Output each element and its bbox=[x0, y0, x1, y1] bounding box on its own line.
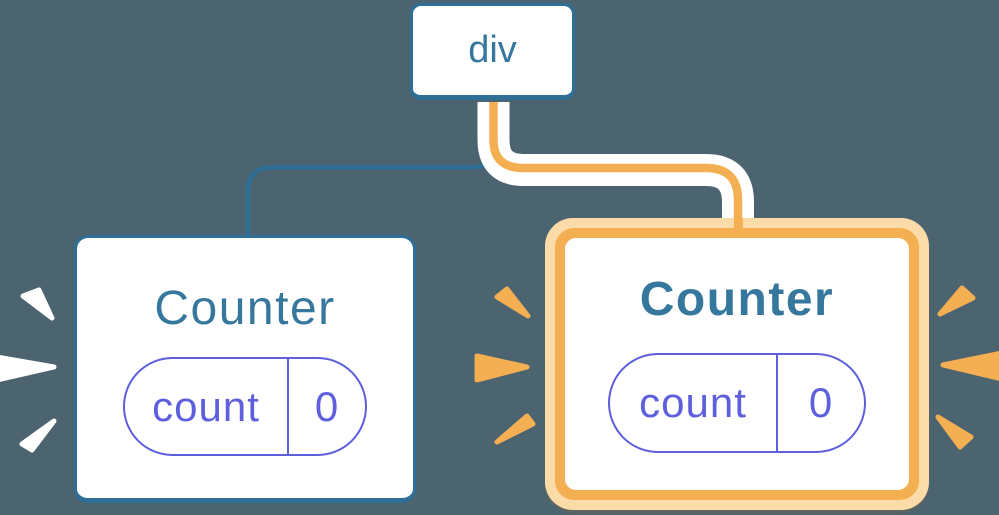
spark-icon bbox=[0, 354, 57, 382]
counter-title: Counter bbox=[639, 273, 835, 326]
counter-card-right-inner: Counter count 0 bbox=[565, 238, 909, 490]
spark-icon bbox=[494, 413, 536, 445]
counter-card-left: Counter count 0 bbox=[74, 235, 416, 503]
state-key-cell: count bbox=[610, 355, 776, 451]
tree-node-div: div bbox=[410, 3, 575, 100]
orange-burst-rays-left bbox=[474, 286, 536, 445]
spark-icon bbox=[494, 286, 531, 319]
state-key-cell: count bbox=[125, 359, 287, 454]
edge-div-to-right-counter bbox=[489, 102, 743, 236]
spark-icon bbox=[935, 414, 974, 450]
highlight-ring: Counter count 0 bbox=[555, 228, 919, 500]
state-pill: count 0 bbox=[608, 353, 866, 453]
spark-icon bbox=[19, 418, 57, 453]
orange-burst-rays-right bbox=[935, 285, 999, 450]
state-key-label: count bbox=[152, 382, 260, 430]
edge-div-to-left-counter bbox=[245, 102, 496, 242]
edge-stripe-tail bbox=[734, 218, 743, 231]
state-pill: count 0 bbox=[123, 357, 367, 456]
state-value-label: 0 bbox=[314, 382, 340, 430]
spark-icon bbox=[937, 285, 976, 317]
counter-card-right-highlighted: Counter count 0 bbox=[545, 218, 929, 510]
spark-icon bbox=[940, 351, 999, 381]
counter-title: Counter bbox=[154, 282, 336, 335]
state-key-label: count bbox=[639, 379, 747, 426]
state-value-cell: 0 bbox=[776, 355, 864, 451]
state-value-cell: 0 bbox=[287, 359, 365, 454]
white-burst-rays bbox=[0, 287, 57, 453]
spark-icon bbox=[20, 287, 55, 321]
spark-icon bbox=[474, 353, 530, 383]
state-value-label: 0 bbox=[808, 379, 834, 426]
tree-node-div-label: div bbox=[468, 29, 517, 71]
